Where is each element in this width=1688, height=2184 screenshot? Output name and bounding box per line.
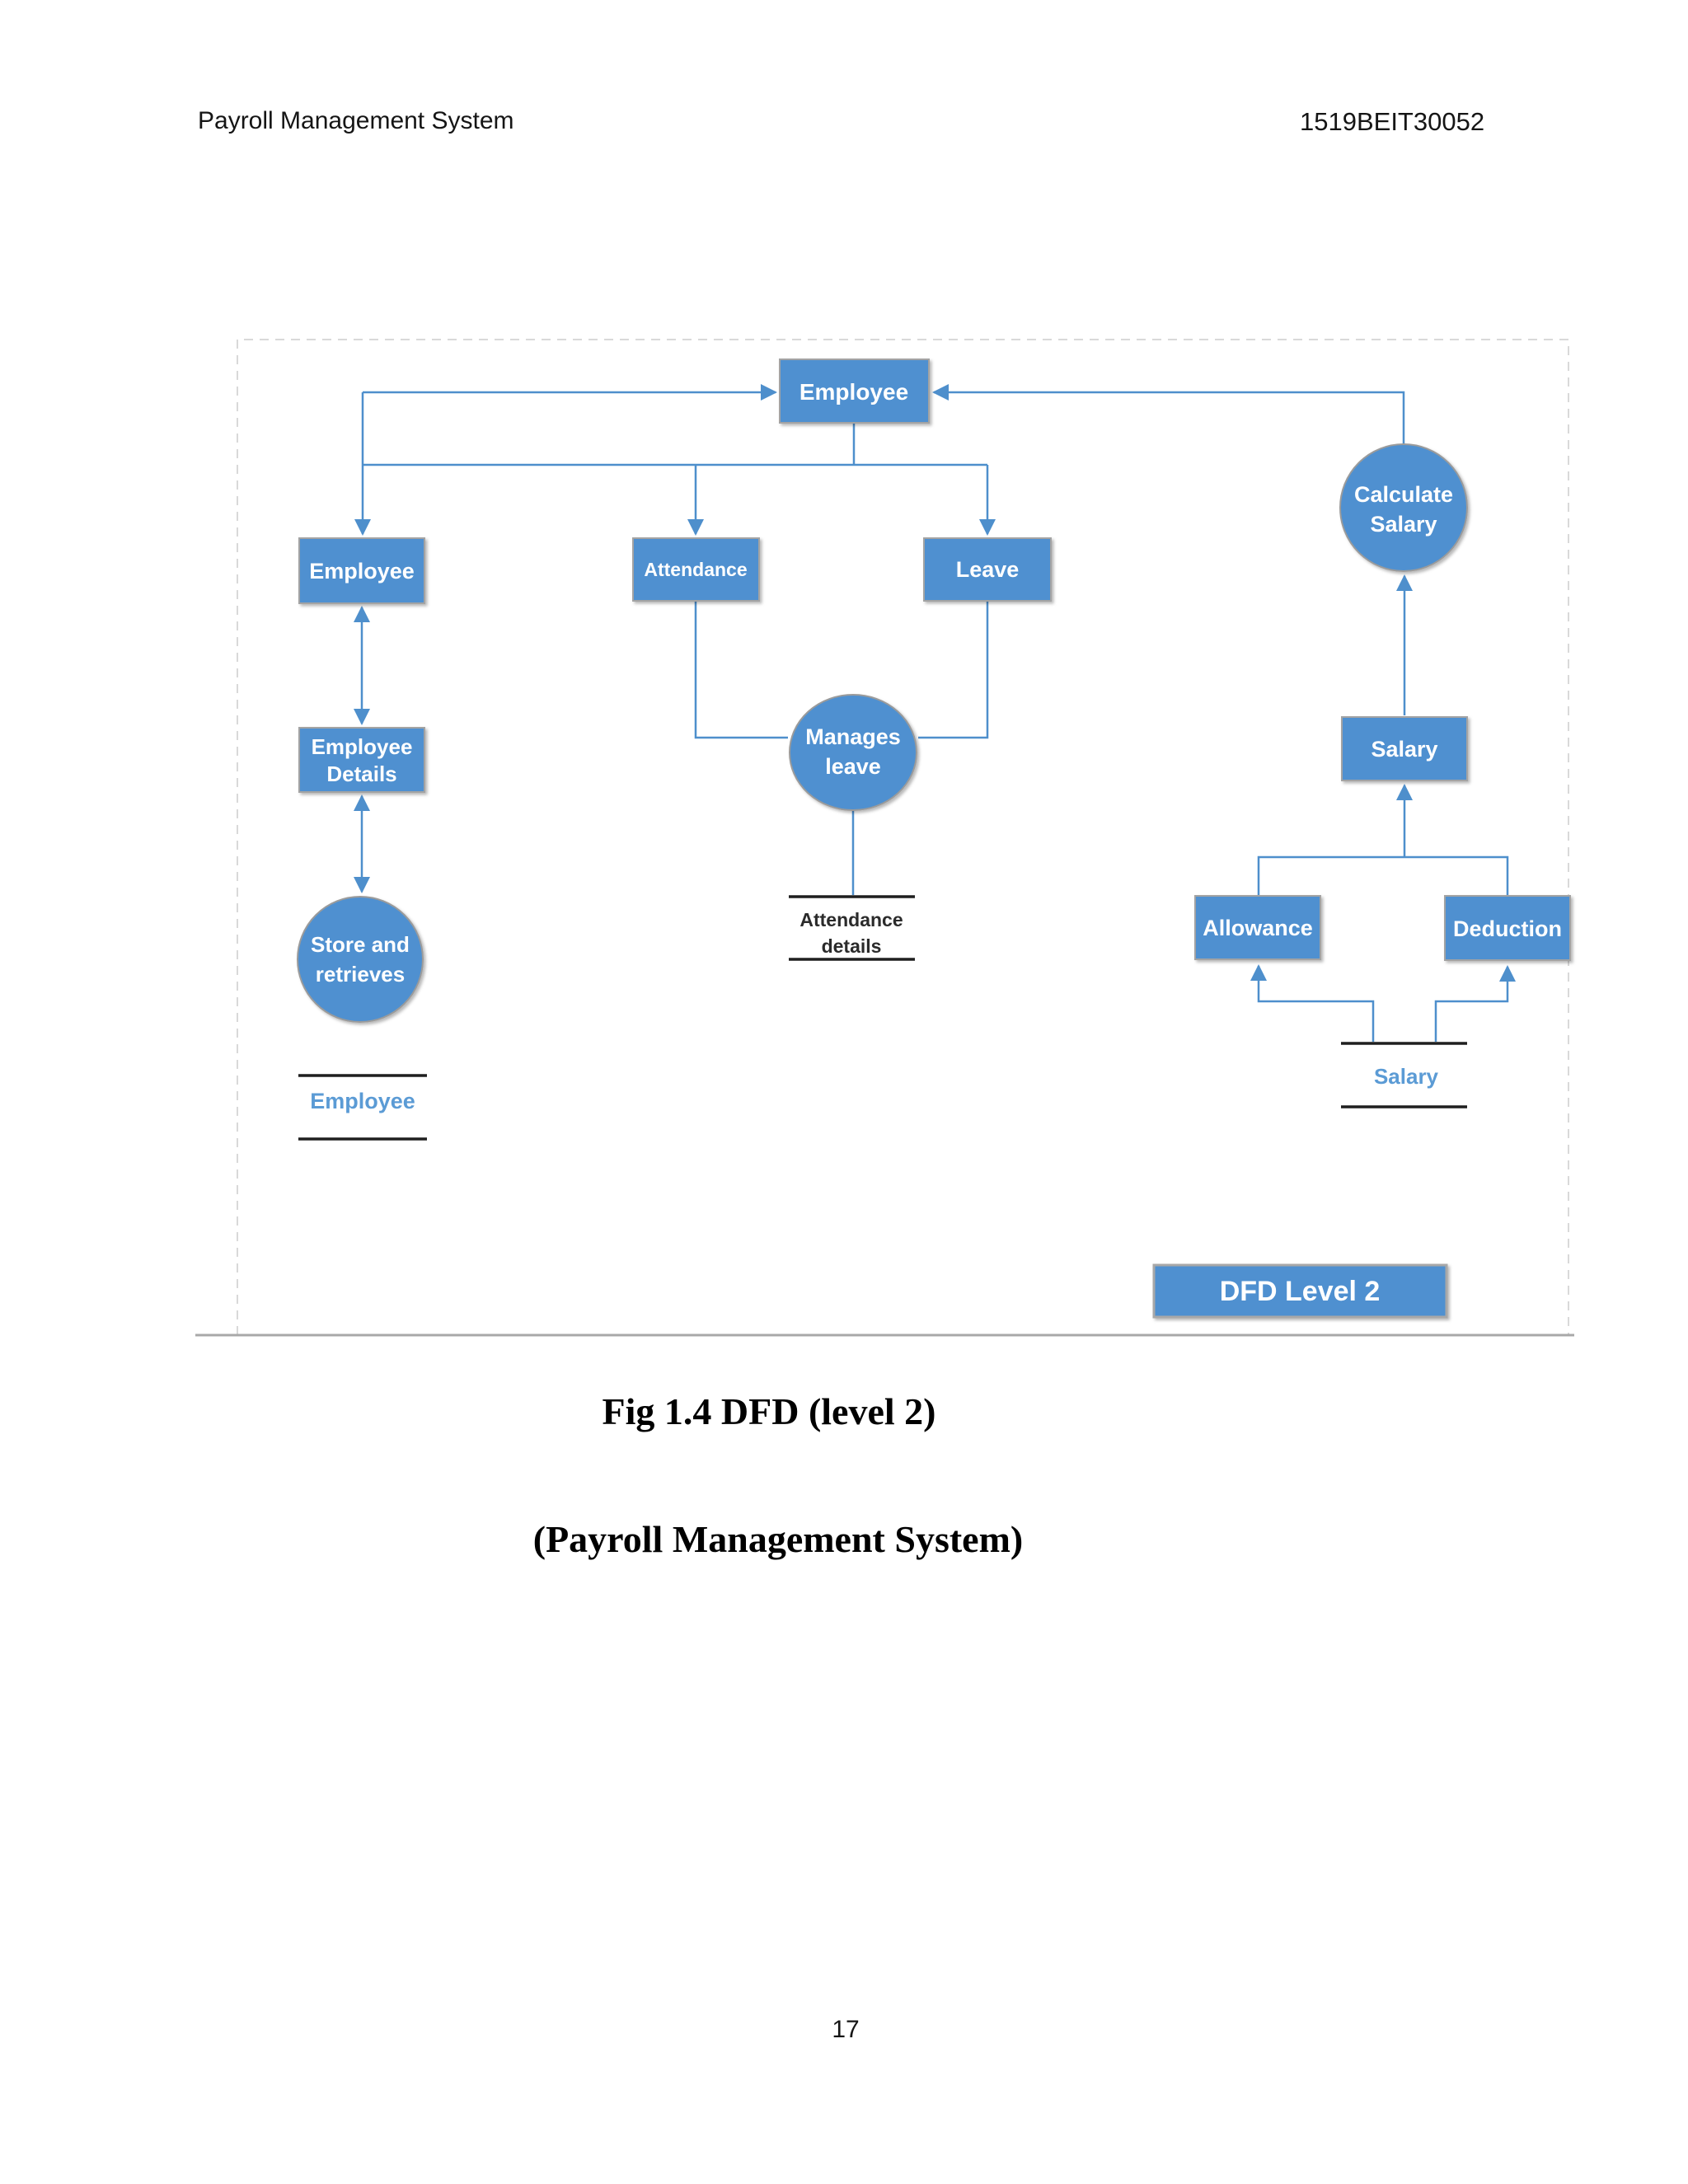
entity-employee-left-label: Employee [309,559,415,583]
entity-leave [923,537,1052,602]
dfd-level-badge [1152,1263,1448,1319]
entity-employee-top-label: Employee [799,379,908,405]
process-calculate-salary [1339,443,1468,572]
entity-allowance-label: Allowance [1203,916,1313,940]
entity-allowance [1194,895,1321,960]
figure-caption-line2-text: (Payroll Management System) [532,1518,1024,1560]
process-store-retrieves-label1: Store and [311,932,410,957]
entity-deduction [1444,895,1571,961]
entity-employee-details-label2: Details [326,762,396,786]
merge-allowance-deduction [1257,855,1509,896]
flow-leave-to-manages-leave [918,601,989,739]
page-number: 17 [832,2016,860,2043]
process-manages-leave-label2: leave [825,754,881,779]
entity-leave-label: Leave [956,557,1020,582]
process-manages-leave [789,694,917,811]
entity-attendance-label: Attendance [644,559,747,580]
flow-calculate-salary-to-employee-top [932,384,1405,444]
process-manages-leave-label1: Manages [805,724,901,749]
entity-employee-left [298,537,425,604]
process-store-retrieves-label2: retrieves [316,962,405,987]
entity-attendance [632,537,760,602]
header-id: 1519BEIT30052 [1300,107,1485,136]
entity-employee-details [298,727,425,793]
entity-employee-details-label1: Employee [312,734,413,759]
header-title: Payroll Management System [198,107,514,134]
entity-employee-top [779,359,930,424]
process-store-retrieves [297,896,424,1023]
entity-deduction-label: Deduction [1453,916,1562,941]
process-calculate-salary-label1: Calculate [1354,482,1453,507]
datastore-attendance-label1: Attendance [799,909,903,930]
flow-salarystore-to-deduction [1434,965,1516,1042]
process-calculate-salary-label2: Salary [1370,512,1437,537]
datastore-employee-label: Employee [310,1089,415,1113]
figure-caption-line1-text: Fig 1.4 DFD (level 2) [602,1390,936,1432]
entity-salary [1341,716,1468,781]
flow-salarystore-to-allowance [1250,964,1375,1042]
dfd-level-badge-label: DFD Level 2 [1220,1276,1381,1307]
entity-salary-label: Salary [1371,737,1437,762]
datastore-attendance-label2: details [822,935,882,957]
flow-attendance-to-manages-leave [694,601,788,739]
diagram-dashed-border [237,339,1569,1335]
datastore-salary-label: Salary [1374,1064,1439,1089]
